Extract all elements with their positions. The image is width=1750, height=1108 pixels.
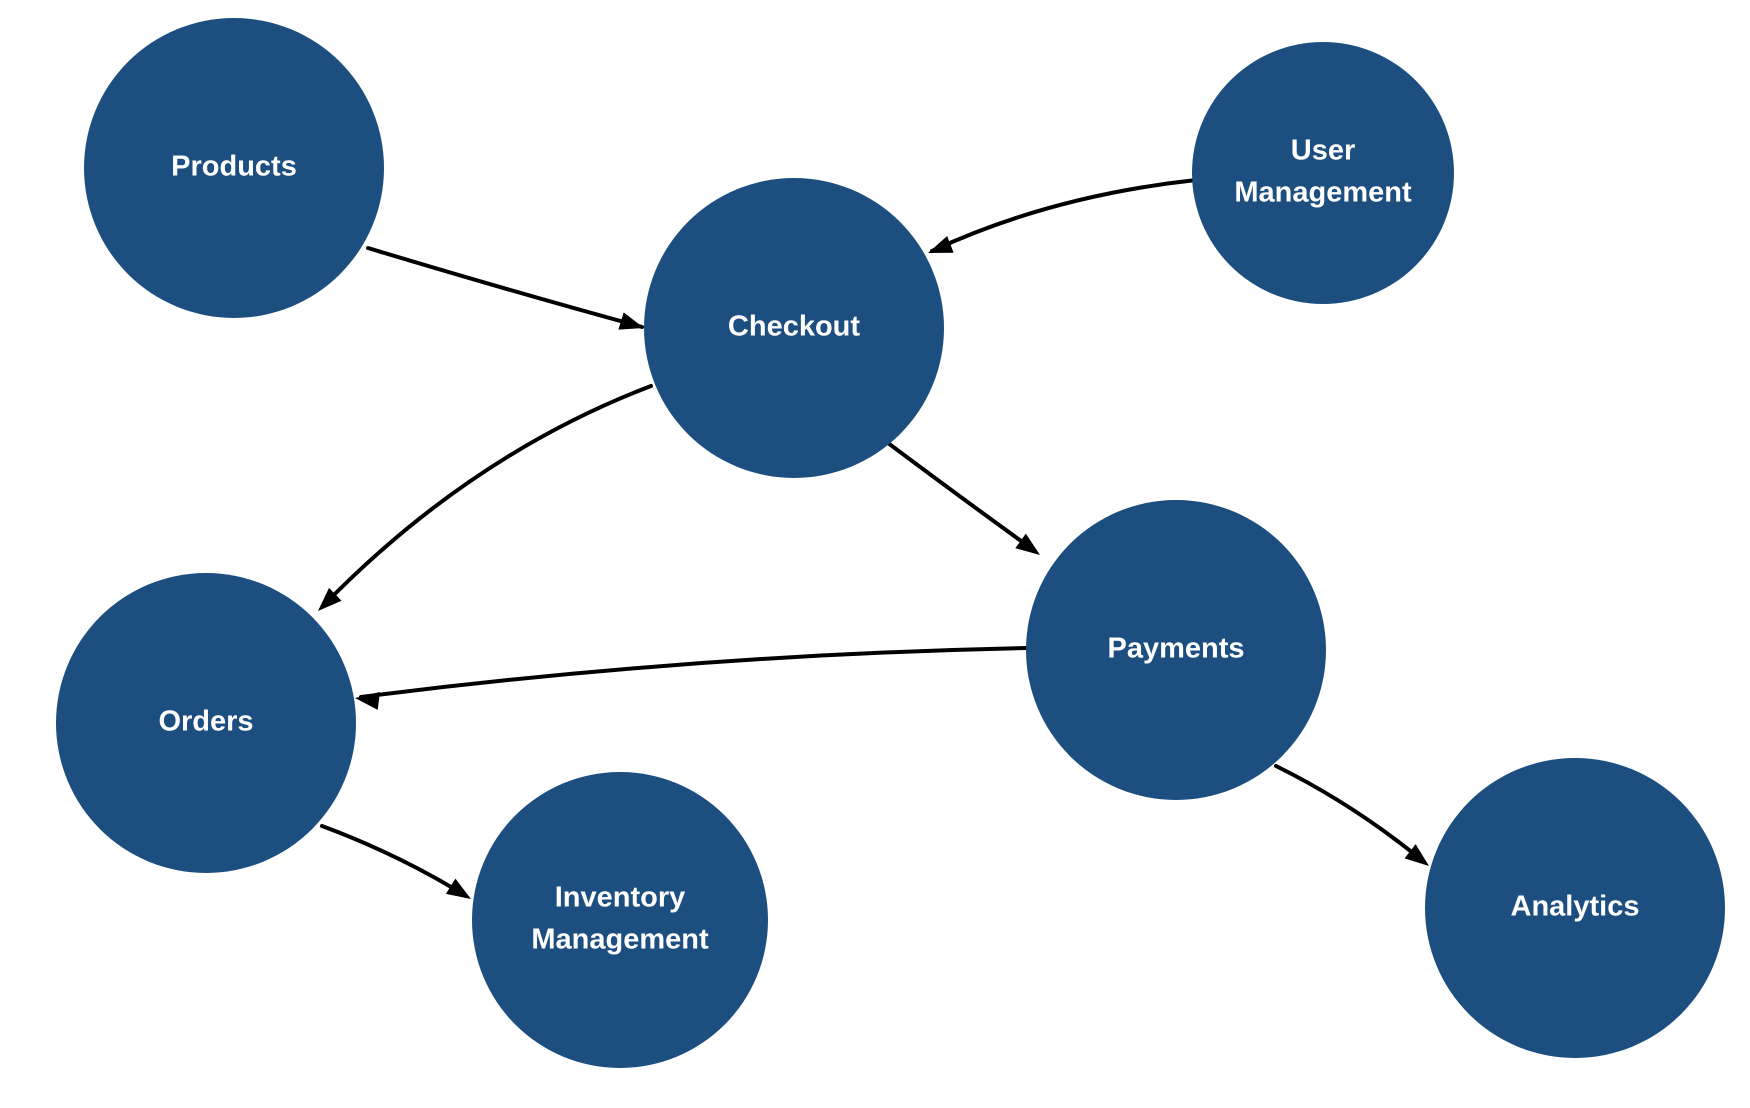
edge-checkout-to-orders bbox=[318, 384, 653, 611]
edge-products-to-checkout bbox=[366, 246, 644, 330]
node-products[interactable]: Products bbox=[84, 18, 384, 318]
arrow-head-icon bbox=[318, 587, 342, 611]
edge-line bbox=[320, 824, 468, 898]
node-circle-user_management[interactable] bbox=[1192, 42, 1454, 304]
edge-payments-to-analytics bbox=[1274, 764, 1429, 866]
edge-line bbox=[366, 246, 644, 329]
edge-user_management-to-checkout bbox=[928, 178, 1198, 253]
arrow-head-icon bbox=[1404, 844, 1429, 866]
edge-line bbox=[1274, 764, 1426, 864]
arrow-head-icon bbox=[1015, 533, 1040, 555]
node-circle-payments[interactable] bbox=[1026, 500, 1326, 800]
edge-checkout-to-payments bbox=[878, 435, 1040, 555]
node-circle-analytics[interactable] bbox=[1425, 758, 1725, 1058]
node-circle-orders[interactable] bbox=[56, 573, 356, 873]
node-circle-products[interactable] bbox=[84, 18, 384, 318]
edges-layer bbox=[318, 178, 1429, 899]
edge-line bbox=[321, 384, 653, 608]
node-circle-inventory_management[interactable] bbox=[472, 772, 768, 1068]
edge-payments-to-orders bbox=[355, 646, 1029, 710]
node-payments[interactable]: Payments bbox=[1026, 500, 1326, 800]
edge-line bbox=[930, 178, 1198, 253]
edge-orders-to-inventory_management bbox=[320, 824, 471, 899]
node-orders[interactable]: Orders bbox=[56, 573, 356, 873]
node-circle-checkout[interactable] bbox=[644, 178, 944, 478]
arrow-head-icon bbox=[445, 878, 471, 899]
arrow-head-icon bbox=[618, 312, 644, 330]
edge-line bbox=[878, 435, 1037, 553]
arrow-head-icon bbox=[355, 691, 380, 710]
edge-line bbox=[359, 646, 1029, 699]
node-analytics[interactable]: Analytics bbox=[1425, 758, 1725, 1058]
arrow-head-icon bbox=[928, 235, 954, 253]
node-checkout[interactable]: Checkout bbox=[644, 178, 944, 478]
